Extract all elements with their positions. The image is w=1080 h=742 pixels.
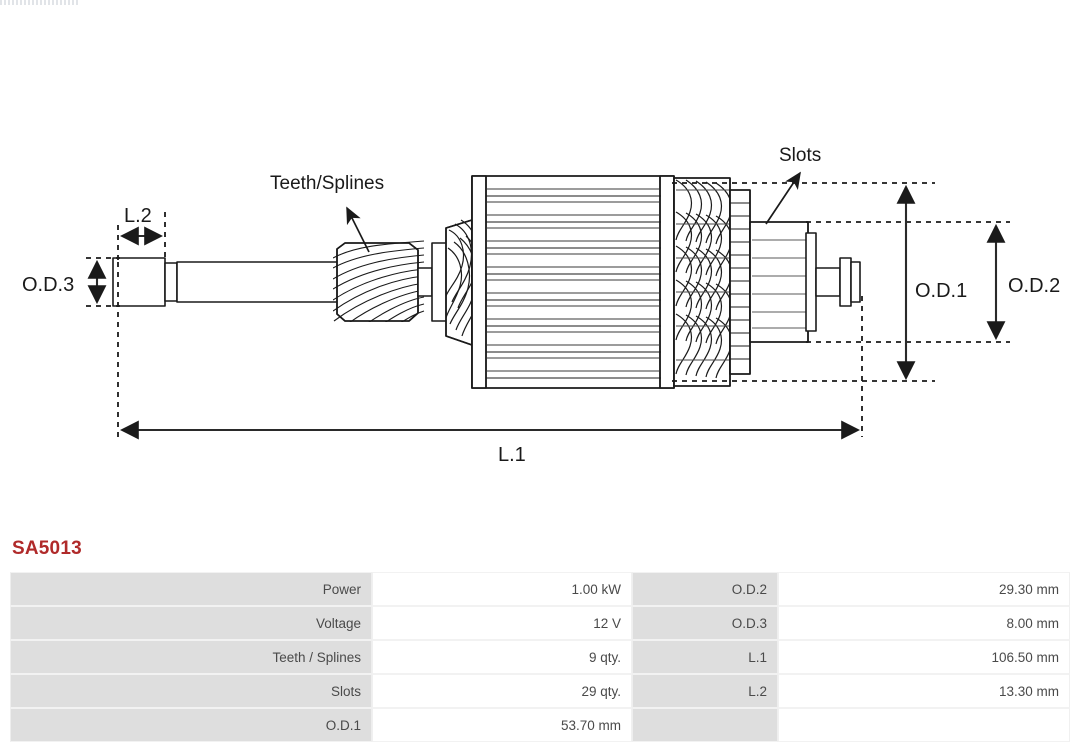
gear-splines — [333, 240, 425, 322]
spec-label-od2: O.D.2 — [632, 572, 778, 606]
commutator-riser — [729, 189, 751, 375]
spec-label-slots: Slots — [10, 674, 372, 708]
label-teeth-splines: Teeth/Splines — [270, 173, 384, 194]
table-row: Power 1.00 kW O.D.2 29.30 mm — [10, 572, 1070, 606]
winding-right-end — [673, 177, 732, 387]
armature-technical-drawing: Teeth/Splines Slots O.D.3 L.2 O.D.1 O.D.… — [22, 145, 1060, 466]
spec-value-od3: 8.00 mm — [778, 606, 1070, 640]
spec-value-l1: 106.50 mm — [778, 640, 1070, 674]
shaft-stub-right — [815, 257, 861, 307]
spec-label-l1: L.1 — [632, 640, 778, 674]
teeth-splines-leader — [346, 206, 370, 253]
label-od1: O.D.1 — [915, 280, 967, 302]
main-shaft — [176, 261, 341, 303]
spec-value-power: 1.00 kW — [372, 572, 632, 606]
spec-value-od2: 29.30 mm — [778, 572, 1070, 606]
armature-core — [471, 175, 675, 389]
spec-value-slots: 29 qty. — [372, 674, 632, 708]
table-row: Voltage 12 V O.D.3 8.00 mm — [10, 606, 1070, 640]
dimension-arrows — [87, 184, 1006, 440]
spec-label-od3: O.D.3 — [632, 606, 778, 640]
table-row: O.D.1 53.70 mm — [10, 708, 1070, 742]
spec-label-voltage: Voltage — [10, 606, 372, 640]
spec-label-od1: O.D.1 — [10, 708, 372, 742]
commutator-barrel — [749, 221, 817, 343]
slots-leader — [765, 171, 801, 225]
spec-label-teeth-splines: Teeth / Splines — [10, 640, 372, 674]
part-outline-group — [112, 175, 861, 389]
specifications-table: Power 1.00 kW O.D.2 29.30 mm Voltage 12 … — [10, 572, 1070, 742]
spec-table-body: Power 1.00 kW O.D.2 29.30 mm Voltage 12 … — [10, 572, 1070, 742]
table-row: Teeth / Splines 9 qty. L.1 106.50 mm — [10, 640, 1070, 674]
label-od2: O.D.2 — [1008, 275, 1060, 297]
top-edge-artifact — [0, 0, 78, 5]
spec-value-teeth-splines: 9 qty. — [372, 640, 632, 674]
shaft-tip — [112, 257, 178, 307]
label-l2: L.2 — [124, 205, 152, 227]
spec-value-l2: 13.30 mm — [778, 674, 1070, 708]
spec-label-empty — [632, 708, 778, 742]
label-slots: Slots — [779, 145, 821, 166]
diagram-labels: Teeth/Splines Slots O.D.3 L.2 O.D.1 O.D.… — [22, 145, 1060, 466]
armature-diagram-svg: Teeth/Splines Slots O.D.3 L.2 O.D.1 O.D.… — [22, 145, 1060, 466]
label-l1: L.1 — [498, 444, 526, 466]
spec-label-l2: L.2 — [632, 674, 778, 708]
part-number-title: SA5013 — [12, 538, 82, 559]
callout-leaders — [346, 171, 801, 253]
table-row: Slots 29 qty. L.2 13.30 mm — [10, 674, 1070, 708]
spec-label-power: Power — [10, 572, 372, 606]
spec-value-empty — [778, 708, 1070, 742]
label-od3: O.D.3 — [22, 274, 74, 296]
spec-value-voltage: 12 V — [372, 606, 632, 640]
spec-value-od1: 53.70 mm — [372, 708, 632, 742]
